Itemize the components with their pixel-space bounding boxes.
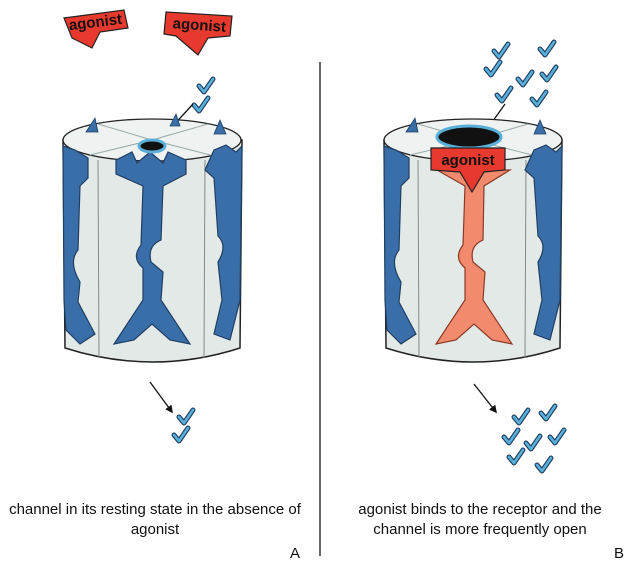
channel-closed <box>62 112 243 363</box>
agonist-tag-free-1: agonist <box>63 9 129 49</box>
check-mark-icon <box>494 44 508 57</box>
check-mark-icon <box>542 67 556 80</box>
check-mark-icon <box>537 458 551 471</box>
ion-flow-arrow <box>149 381 173 414</box>
check-mark-icon <box>532 92 546 105</box>
check-mark-icon <box>194 98 208 111</box>
agonist-tag-free-2: agonist <box>163 11 233 56</box>
channel-open: agonist <box>383 116 563 363</box>
panel-label-a: A <box>290 545 301 562</box>
panel-b: agonist <box>383 42 564 471</box>
agonist-tag-bound: agonist <box>430 147 506 194</box>
check-mark-icon <box>504 430 518 443</box>
panel-label-b: B <box>614 545 625 562</box>
subunit-left <box>383 145 417 345</box>
agonist-label: agonist <box>441 152 494 169</box>
subunit-right <box>524 144 563 341</box>
check-mark-icon <box>486 62 500 75</box>
check-mark-icon <box>518 72 532 85</box>
check-mark-icon <box>179 410 193 423</box>
panel-a: agonist agonist <box>62 9 243 441</box>
subunit-front <box>112 151 192 345</box>
subunit-left <box>62 145 96 345</box>
ion-flow-arrow <box>473 383 497 414</box>
check-mark-icon <box>540 42 554 55</box>
check-mark-icon <box>514 410 528 423</box>
check-mark-icon <box>550 430 564 443</box>
check-mark-icon <box>174 428 188 441</box>
agonist-label: agonist <box>68 11 123 34</box>
pore-ring-icon <box>435 124 503 150</box>
caption-b: agonist binds to the receptor and the ch… <box>358 501 602 538</box>
check-mark-icon <box>509 450 523 463</box>
pore-ring-icon <box>137 138 167 154</box>
caption-a: channel in its resting state in the abse… <box>9 501 301 538</box>
subunit-front-bound <box>434 169 514 345</box>
subunit-right <box>204 144 243 341</box>
agonist-label: agonist <box>172 15 226 36</box>
check-mark-icon <box>526 436 540 449</box>
check-mark-icon <box>541 406 555 419</box>
check-mark-icon <box>497 88 511 101</box>
check-mark-icon <box>199 79 213 92</box>
